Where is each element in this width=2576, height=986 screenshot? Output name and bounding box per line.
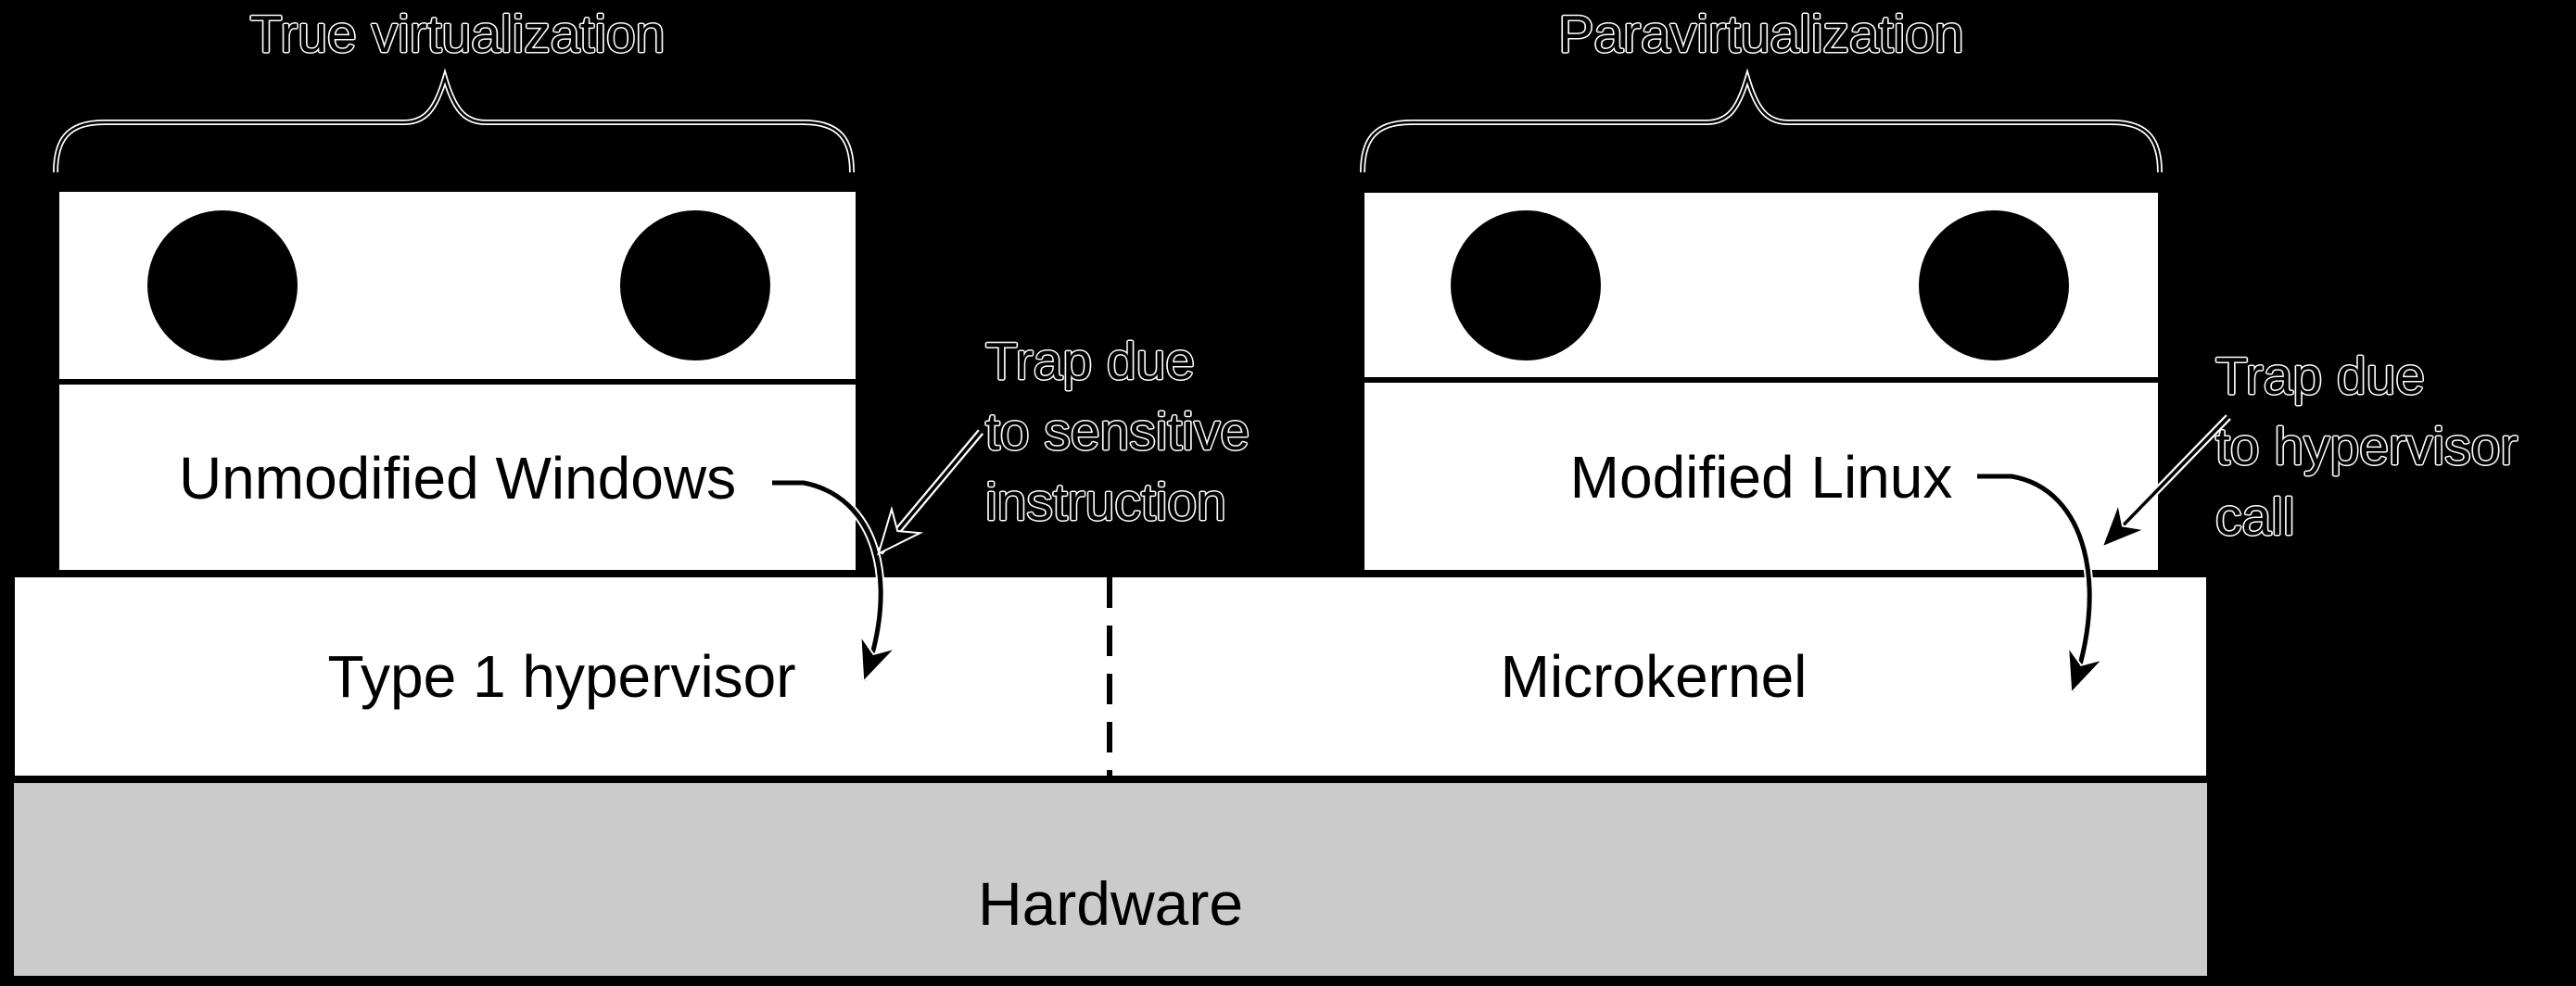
microkernel-label: Microkernel: [1500, 643, 1808, 710]
trap-line: to sensitive: [985, 402, 1250, 461]
trap-line: Trap due: [985, 332, 1196, 391]
vm-box-divider: [59, 379, 856, 385]
trap-annotation-sensitive-instruction: Trap due to sensitive instruction: [985, 326, 1250, 537]
right-brace: [1360, 68, 2163, 173]
sensitive-instruction-trap-arrow: [876, 429, 984, 556]
trap-line: to hypervisor: [2215, 417, 2519, 476]
vm-circle: [1919, 210, 2069, 360]
hardware-label: Hardware: [977, 869, 1244, 938]
vm-circle: [147, 210, 298, 360]
vm-circle: [620, 210, 770, 360]
guest-os-label-left: Unmodified Windows: [178, 445, 737, 512]
paravirtualization-title: Paravirtualization: [1558, 5, 1964, 64]
trap-line: Trap due: [2215, 347, 2426, 406]
trap-line: instruction: [985, 473, 1226, 532]
vm-circle: [1451, 210, 1601, 360]
trap-annotation-hypervisor-call: Trap due to hypervisor call: [2215, 341, 2518, 552]
guest-os-label-right: Modified Linux: [1569, 444, 1953, 511]
true-virtualization-title: True virtualization: [249, 5, 666, 64]
type1-hypervisor-label: Type 1 hypervisor: [327, 643, 796, 710]
hardware-layer: [7, 776, 2214, 982]
trap-line: call: [2215, 487, 2295, 547]
vm-box-divider: [1364, 377, 2158, 383]
left-brace: [53, 68, 855, 173]
